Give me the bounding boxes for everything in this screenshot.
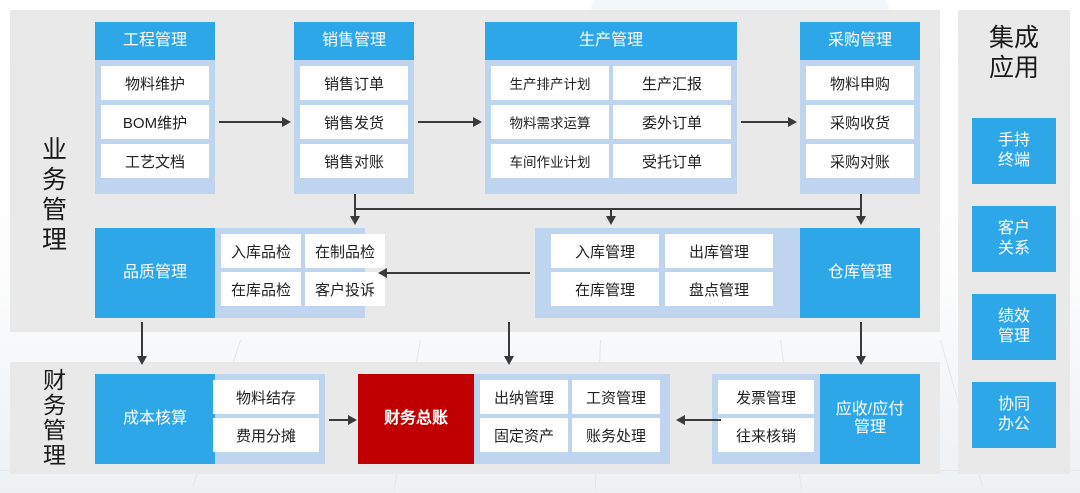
module-warehouse-header[interactable]: 仓库管理: [800, 228, 920, 318]
connector-warehouse-to-ledger: [508, 322, 510, 358]
cell-quality-2[interactable]: 在库品检: [221, 272, 301, 306]
cell-engineering-2[interactable]: 工艺文档: [101, 144, 209, 178]
apps-title: 集成 应用: [958, 24, 1070, 83]
cell-quality-1[interactable]: 在制品检: [305, 234, 385, 268]
cell-warehouse-3[interactable]: 盘点管理: [665, 272, 773, 306]
module-receivable-header-line1: 应收/应付: [835, 400, 905, 418]
app-tile-oa[interactable]: 协同 办公: [972, 382, 1056, 448]
cell-quality-3[interactable]: 客户投诉: [305, 272, 385, 306]
app-tile-oa-line2: 办公: [997, 416, 1030, 433]
app-tile-performance[interactable]: 绩效 管理: [972, 294, 1056, 360]
connector-quality-to-cost: [141, 322, 143, 358]
section-label-finance: 财务管理: [39, 368, 66, 468]
app-tile-handheld-line1: 手持: [997, 132, 1030, 150]
arrowhead-warehouse-to-quality: [378, 268, 387, 278]
module-purchasing-header[interactable]: 采购管理: [800, 22, 920, 60]
cell-sales-1[interactable]: 销售发货: [300, 105, 408, 139]
app-tile-crm-line1: 客户: [997, 220, 1030, 238]
app-tile-handheld-line2: 终端: [997, 152, 1030, 169]
connector-cost-to-ledger: [329, 419, 350, 421]
module-sales-header[interactable]: 销售管理: [294, 22, 414, 60]
cell-purchasing-1[interactable]: 采购收货: [806, 105, 914, 139]
cell-production-5[interactable]: 受托订单: [613, 144, 731, 178]
cell-warehouse-2[interactable]: 在库管理: [551, 272, 659, 306]
connector-engineering-to-sales: [219, 121, 282, 123]
connector-purchasing-drop: [860, 194, 862, 218]
app-tile-handheld[interactable]: 手持 终端: [972, 118, 1056, 184]
arrowhead-sales-drop: [350, 216, 360, 225]
cell-purchasing-2[interactable]: 采购对账: [806, 144, 914, 178]
cell-warehouse-0[interactable]: 入库管理: [551, 234, 659, 268]
arrowhead-warehouse-to-receivable: [856, 356, 866, 365]
connector-warehouse-to-receivable: [860, 322, 862, 358]
cell-production-2[interactable]: 物料需求运算: [491, 105, 609, 139]
arrowhead-production-to-purchasing: [788, 117, 797, 127]
app-tile-crm[interactable]: 客户 关系: [972, 206, 1056, 272]
cell-ledger-3[interactable]: 账务处理: [572, 418, 660, 452]
cell-engineering-0[interactable]: 物料维护: [101, 66, 209, 100]
module-engineering-header[interactable]: 工程管理: [95, 22, 215, 60]
module-receivable-header-line2: 管理: [853, 419, 886, 436]
arrowhead-sales-to-production: [473, 117, 482, 127]
cell-production-3[interactable]: 委外订单: [613, 105, 731, 139]
connector-production-to-purchasing: [741, 121, 788, 123]
arrowhead-purchasing-drop: [856, 216, 866, 225]
apps-title-line1: 集成: [988, 24, 1039, 52]
connector-sales-to-production: [418, 121, 473, 123]
cell-ledger-2[interactable]: 固定资产: [480, 418, 568, 452]
arrowhead-receivable-to-ledger: [676, 415, 685, 425]
cell-production-1[interactable]: 生产汇报: [613, 66, 731, 100]
cell-production-0[interactable]: 生产排产计划: [491, 66, 609, 100]
connector-receivable-to-ledger: [683, 419, 721, 421]
arrowhead-quality-to-cost: [137, 356, 147, 365]
module-production-header[interactable]: 生产管理: [485, 22, 737, 60]
app-tile-crm-line2: 关系: [997, 240, 1030, 257]
connector-warehouse-to-quality: [385, 272, 530, 274]
section-label-business: 业务管理: [38, 136, 67, 256]
arrowhead-warehouse-to-ledger: [504, 356, 514, 365]
module-cost-header[interactable]: 成本核算: [95, 374, 215, 464]
cell-ledger-1[interactable]: 工资管理: [572, 380, 660, 414]
arrowhead-engineering-to-sales: [282, 117, 291, 127]
cell-warehouse-1[interactable]: 出库管理: [665, 234, 773, 268]
apps-title-line2: 应用: [988, 53, 1039, 82]
cell-ledger-0[interactable]: 出纳管理: [480, 380, 568, 414]
module-ledger-header[interactable]: 财务总账: [358, 374, 474, 464]
cell-quality-0[interactable]: 入库品检: [221, 234, 301, 268]
arrowhead-production-drop: [606, 216, 616, 225]
cell-production-4[interactable]: 车间作业计划: [491, 144, 609, 178]
cell-receivable-0[interactable]: 发票管理: [718, 380, 814, 414]
app-tile-oa-line1: 协同: [997, 396, 1030, 414]
connector-production-drop: [610, 208, 612, 218]
connector-top-row-bus: [354, 208, 862, 210]
app-tile-performance-line2: 管理: [997, 328, 1030, 345]
module-receivable-header[interactable]: 应收/应付 管理: [820, 374, 920, 464]
app-tile-performance-line1: 绩效: [997, 308, 1030, 326]
cell-cost-0[interactable]: 物料结存: [213, 380, 319, 414]
cell-purchasing-0[interactable]: 物料申购: [806, 66, 914, 100]
cell-cost-1[interactable]: 费用分摊: [213, 418, 319, 452]
cell-engineering-1[interactable]: BOM维护: [101, 105, 209, 139]
cell-sales-0[interactable]: 销售订单: [300, 66, 408, 100]
connector-sales-drop: [354, 194, 356, 218]
cell-sales-2[interactable]: 销售对账: [300, 144, 408, 178]
arrowhead-cost-to-ledger: [348, 415, 357, 425]
module-quality-header[interactable]: 品质管理: [95, 228, 215, 318]
cell-receivable-1[interactable]: 往来核销: [718, 418, 814, 452]
